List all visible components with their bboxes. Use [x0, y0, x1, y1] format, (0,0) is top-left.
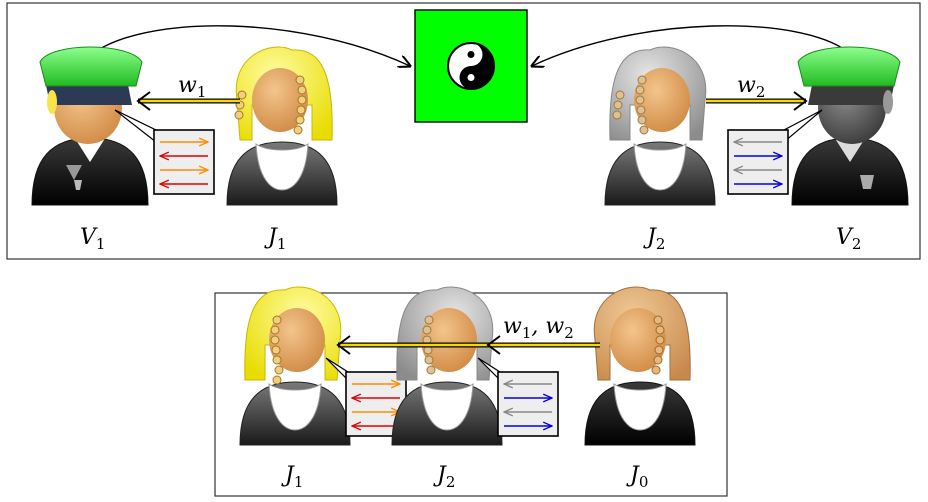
label-j2-top: J2	[643, 225, 665, 253]
judge-j2-icon	[604, 46, 716, 206]
label-w2: w2	[737, 73, 765, 101]
label-j1-bottom: J1	[281, 463, 303, 491]
arrow-w1	[136, 91, 240, 111]
v1-arrow-box	[114, 109, 215, 195]
label-j2-bottom: J2	[433, 463, 455, 491]
label-j0: J0	[626, 463, 648, 491]
label-v2: V2	[836, 225, 861, 253]
judge-j1-bottom-icon	[239, 286, 351, 446]
judge-j1-icon	[226, 46, 338, 206]
police-officer-v2-icon	[791, 46, 909, 206]
judge-j2-bottom-icon	[391, 286, 503, 446]
label-j1-top: J1	[264, 225, 286, 253]
yin-yang-box	[414, 9, 528, 123]
arrow-w1-w2	[336, 335, 600, 355]
arrow-w2	[706, 91, 808, 111]
label-w1-w2: w1, w2	[503, 314, 574, 342]
label-w1: w1	[178, 73, 206, 101]
j2-arrow-box	[477, 357, 559, 437]
arrow-v1-to-box	[94, 25, 410, 66]
arrow-v2-to-box	[532, 25, 849, 66]
police-officer-v1-icon	[31, 46, 149, 206]
judge-j0-icon	[584, 286, 696, 446]
yin-yang-icon	[447, 42, 495, 90]
v2-arrow-box	[727, 109, 823, 195]
label-v1: V1	[80, 225, 105, 253]
